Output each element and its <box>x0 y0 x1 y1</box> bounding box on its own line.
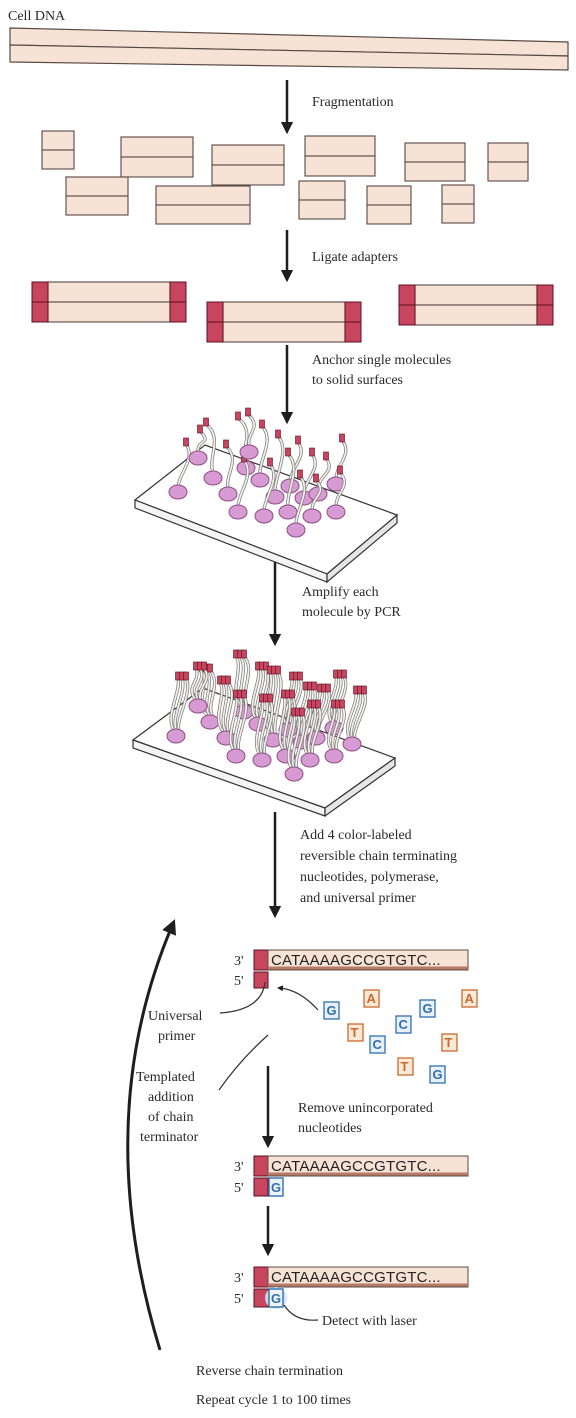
remove-label-line-2: nucleotides <box>298 1121 362 1136</box>
template-sequence-2: CATAAAAGCCGTGTC... <box>271 1158 441 1175</box>
dna-fragment <box>212 145 284 185</box>
dna-fragment <box>42 131 74 169</box>
free-nucleotide-letter: C <box>373 1037 383 1052</box>
template-sequence-3: CATAAAAGCCGTGTC... <box>271 1269 441 1286</box>
amplify-label-line-1: Amplify each <box>302 585 379 600</box>
incorporated-base-2: G <box>271 1180 281 1195</box>
templated-pointer-line <box>219 1035 268 1090</box>
strand-3-prime-label-3: 3' <box>234 1271 244 1286</box>
dna-fragment <box>367 186 411 224</box>
dna-fragment <box>305 136 375 176</box>
reverse-label: Reverse chain termination <box>196 1364 343 1379</box>
ligate-adapters-label: Ligate adapters <box>312 250 398 265</box>
add-label-line-1: Add 4 color-labeled <box>300 828 412 843</box>
templated-label-line-3: of chain <box>148 1110 193 1125</box>
add-label-line-2: reversible chain terminating <box>300 849 457 864</box>
free-nucleotide: T <box>348 1024 363 1041</box>
dna-fragment <box>488 143 528 181</box>
dna-fragment <box>156 186 250 224</box>
universal-primer-label-line-2: primer <box>158 1029 196 1044</box>
free-nucleotide: C <box>396 1016 411 1033</box>
cell-dna-label: Cell DNA <box>8 9 66 24</box>
ligated-fragment <box>399 285 553 325</box>
template-primer-stage-1: 3' 5' CATAAAAGCCGTGTC... <box>234 950 468 989</box>
template-primer-stage-3: 3' 5' CATAAAAGCCGTGTC... G <box>234 1267 468 1309</box>
free-nucleotide-letter: T <box>351 1025 359 1040</box>
add-label-line-3: nucleotides, polymerase, <box>300 870 439 885</box>
add-label-line-4: and universal primer <box>300 891 416 906</box>
remove-label-line-1: Remove unincorporated <box>298 1101 433 1116</box>
free-nucleotide-letter: A <box>367 991 377 1006</box>
templated-label-line-2: addition <box>148 1090 194 1105</box>
free-nucleotide: G <box>324 1002 339 1019</box>
anchored-molecule <box>343 686 367 751</box>
free-nucleotide: A <box>364 990 379 1007</box>
laser-pointer-line <box>284 1305 318 1320</box>
template-primer-stage-2: 3' 5' CATAAAAGCCGTGTC... G <box>234 1156 468 1196</box>
fragmentation-label: Fragmentation <box>312 95 394 110</box>
templated-label-line-4: terminator <box>140 1130 199 1145</box>
dna-fragment <box>442 185 474 223</box>
universal-primer-label-line-1: Universal <box>148 1009 203 1024</box>
strand-5-prime-label-2: 5' <box>234 1181 244 1196</box>
free-nucleotide: G <box>430 1066 445 1083</box>
template-sequence-1: CATAAAAGCCGTGTC... <box>271 952 441 969</box>
adapter-ligated-fragments <box>32 282 553 342</box>
free-nucleotide: C <box>370 1036 385 1053</box>
strand-3-prime-label-1: 3' <box>234 954 244 969</box>
dna-fragment <box>299 181 345 219</box>
strand-3-prime-label-2: 3' <box>234 1160 244 1175</box>
strand-5-prime-label-3: 5' <box>234 1292 244 1307</box>
dna-fragment <box>66 177 128 215</box>
free-nucleotide-letter: C <box>399 1017 409 1032</box>
incorporated-base-3: G <box>271 1291 281 1306</box>
free-nucleotide: G <box>420 1000 435 1017</box>
solid-surface-amplified-clusters <box>133 650 395 816</box>
strand-5-prime-label-1: 5' <box>234 974 244 989</box>
detect-label: Detect with laser <box>322 1314 417 1329</box>
free-nucleotide: T <box>398 1058 413 1075</box>
dna-fragment <box>121 137 193 177</box>
free-nucleotide-letter: G <box>433 1067 443 1082</box>
nucleotide-pointer-arrow <box>280 988 318 1010</box>
solid-surface-single-molecules <box>135 408 397 582</box>
repeat-label: Repeat cycle 1 to 100 times <box>196 1393 351 1408</box>
free-nucleotide: T <box>442 1034 457 1051</box>
anchor-label-line-2: to solid surfaces <box>312 373 403 388</box>
dna-fragments <box>42 131 528 224</box>
templated-label-line-1: Templated <box>136 1070 195 1085</box>
free-nucleotide-letter: T <box>401 1059 409 1074</box>
dna-fragment <box>405 143 465 181</box>
free-nucleotide: A <box>462 990 477 1007</box>
ligated-fragment <box>32 282 186 322</box>
free-nucleotide-letter: G <box>423 1001 433 1016</box>
free-nucleotide-letter: A <box>465 991 475 1006</box>
cell-dna-duplex <box>10 28 568 70</box>
amplify-label-line-2: molecule by PCR <box>302 605 401 620</box>
free-nucleotide-letter: T <box>445 1035 453 1050</box>
ligated-fragment <box>207 302 361 342</box>
anchored-molecule <box>240 408 258 459</box>
anchor-label-line-1: Anchor single molecules <box>312 353 451 368</box>
free-nucleotide-letter: G <box>327 1003 337 1018</box>
